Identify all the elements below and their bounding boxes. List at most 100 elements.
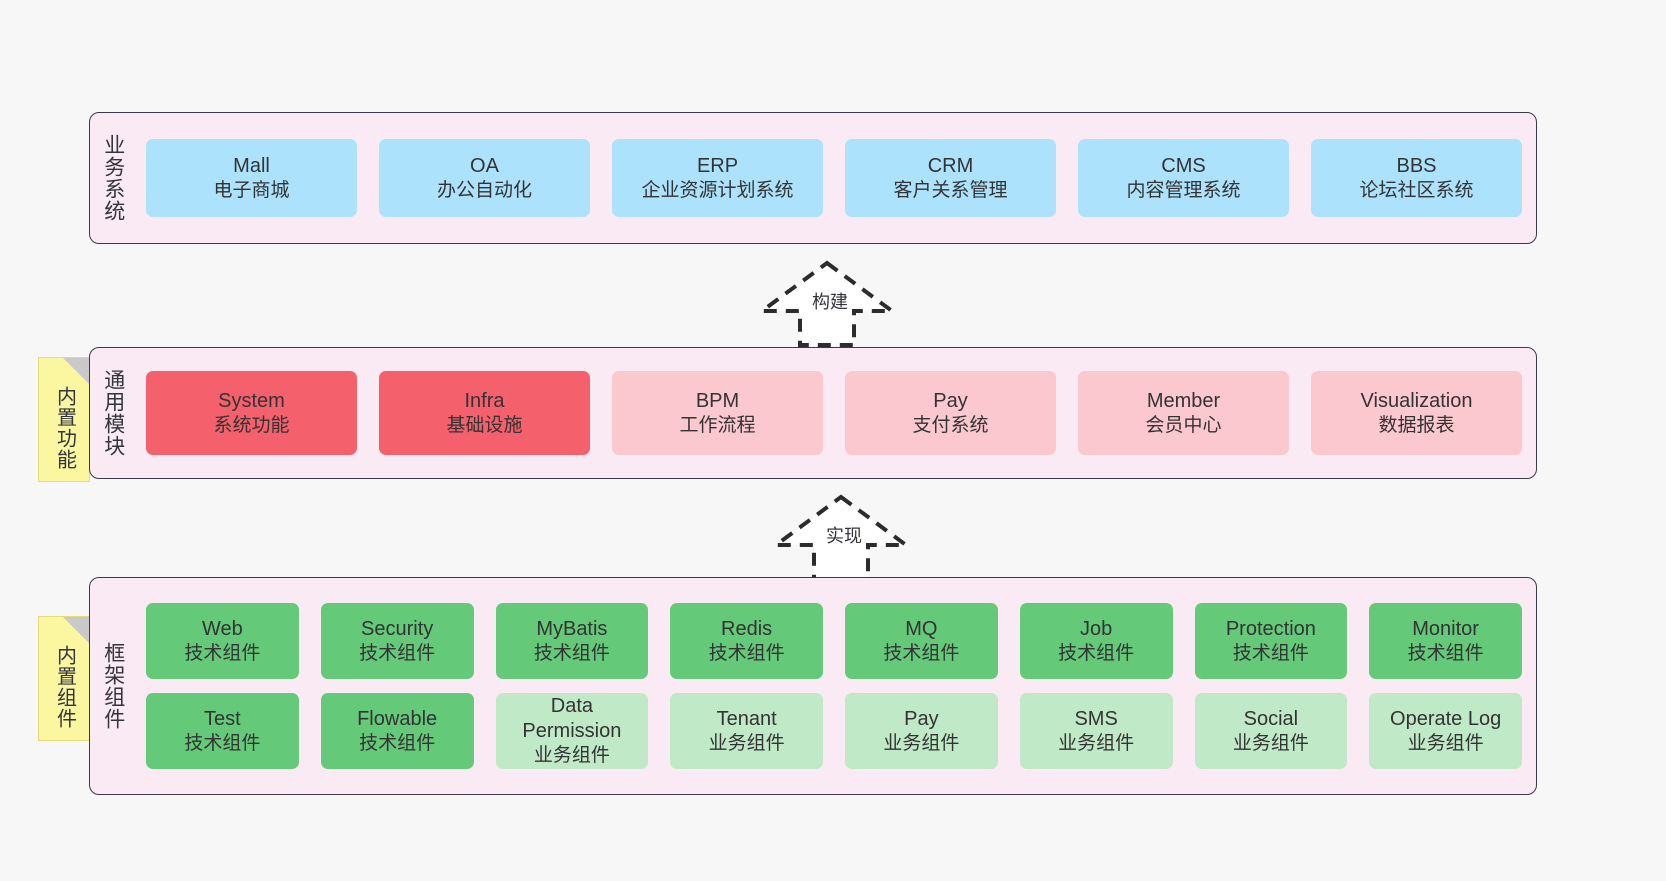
node-title-en: Data Permission (522, 695, 622, 743)
node-subtitle-cn: 会员中心 (1145, 414, 1222, 436)
node-title-en: Protection (1225, 617, 1316, 640)
node-subtitle-cn: 技术组件 (359, 642, 436, 664)
node-subtitle-cn: 业务组件 (1232, 732, 1309, 754)
node-title-en: Member (1146, 389, 1221, 412)
node-title-en: Redis (721, 617, 773, 640)
node-subtitle-cn: 业务组件 (708, 732, 785, 754)
sticky-fold-corner-icon (63, 617, 89, 643)
node-title-en: Operate Log (1390, 707, 1502, 730)
node-subtitle-cn: 办公自动化 (436, 179, 532, 201)
node-title-en: Pay (933, 389, 968, 412)
node-title-en: Mall (233, 154, 270, 177)
node-subtitle-cn: 技术组件 (883, 642, 960, 664)
node-subtitle-cn: 技术组件 (1232, 642, 1309, 664)
node-title-en: Visualization (1360, 389, 1473, 412)
sticky-fold-corner-icon (63, 358, 89, 384)
node-title-en: CRM (927, 154, 974, 177)
node-title-en: Web (201, 617, 243, 640)
node-title-en: BBS (1396, 154, 1437, 177)
node-title-en: Pay (904, 707, 939, 730)
connector-build-label: 构建 (812, 292, 848, 312)
node-title-en: Flowable (357, 707, 438, 730)
node-subtitle-cn: 企业资源计划系统 (641, 179, 794, 201)
layer-title-business: 业务系统 (101, 134, 125, 222)
node-subtitle-cn: 技术组件 (708, 642, 785, 664)
node-subtitle-cn: 论坛社区系统 (1359, 179, 1474, 201)
node-title-en: Tenant (716, 707, 777, 730)
node-subtitle-cn: 内容管理系统 (1126, 179, 1241, 201)
sticky-note-builtin-components-label: 内置组件 (53, 644, 76, 729)
node-title-en: OA (470, 154, 499, 177)
node-subtitle-cn: 技术组件 (1058, 642, 1135, 664)
node-subtitle-cn: 系统功能 (213, 414, 290, 436)
node-subtitle-cn: 业务组件 (533, 745, 610, 767)
node-title-en: ERP (696, 154, 739, 177)
node-subtitle-cn: 技术组件 (1407, 642, 1484, 664)
sticky-note-builtin-components: 内置组件 (38, 616, 90, 741)
node-subtitle-cn: 技术组件 (359, 732, 436, 754)
node-subtitle-cn: 数据报表 (1378, 414, 1455, 436)
node-subtitle-cn: 业务组件 (1058, 732, 1135, 754)
sticky-note-builtin-functions-label: 内置功能 (53, 385, 76, 470)
node-title-en: SMS (1074, 707, 1118, 730)
node-title-en: Monitor (1412, 617, 1479, 640)
node-subtitle-cn: 技术组件 (533, 642, 610, 664)
node-title-en: MQ (905, 617, 938, 640)
node-title-en: Test (204, 707, 241, 730)
node-subtitle-cn: 工作流程 (679, 414, 756, 436)
layer-title-framework: 框架组件 (101, 642, 125, 730)
node-subtitle-cn: 支付系统 (912, 414, 989, 436)
node-title-en: CMS (1161, 154, 1206, 177)
sticky-note-builtin-functions: 内置功能 (38, 357, 90, 482)
node-subtitle-cn: 业务组件 (883, 732, 960, 754)
node-subtitle-cn: 客户关系管理 (893, 179, 1008, 201)
node-subtitle-cn: 电子商城 (213, 179, 290, 201)
layer-title-modules: 通用模块 (101, 369, 125, 457)
node-title-en: Infra (464, 389, 505, 412)
node-title-en: Security (361, 617, 434, 640)
node-subtitle-cn: 业务组件 (1407, 732, 1484, 754)
node-title-en: Job (1080, 617, 1113, 640)
node-subtitle-cn: 基础设施 (446, 414, 523, 436)
connector-implement-label: 实现 (826, 526, 862, 546)
node-title-en: Social (1243, 707, 1299, 730)
node-title-en: BPM (695, 389, 740, 412)
